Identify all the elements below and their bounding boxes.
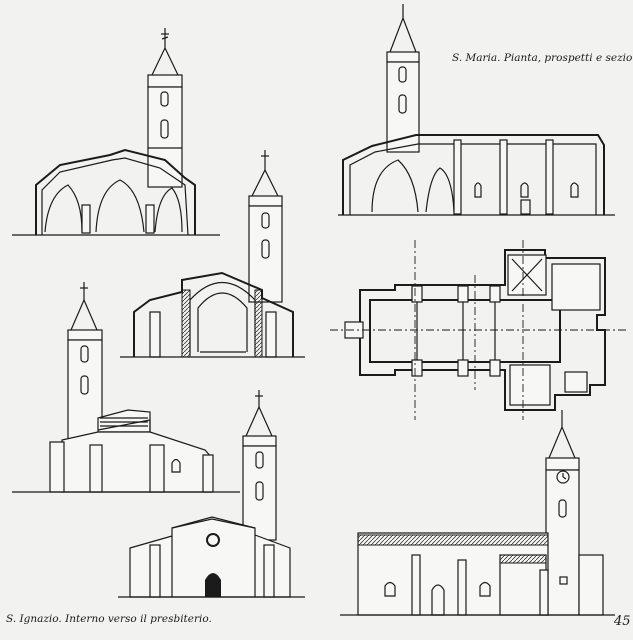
caption-top: S. Maria. Pianta, prospetti e sezioni.	[452, 52, 633, 64]
long-elevation-drawing	[340, 410, 615, 616]
page-number: 45	[614, 614, 631, 629]
cross-section-drawing-2	[120, 150, 305, 358]
floor-plan-drawing	[330, 240, 628, 420]
caption-bottom: S. Ignazio. Interno verso il presbiterio…	[6, 613, 212, 625]
cross-section-drawing-1	[12, 28, 220, 236]
longitudinal-section-drawing	[338, 4, 615, 216]
front-elevation-drawing	[118, 390, 305, 598]
side-elevation-drawing	[12, 282, 240, 493]
